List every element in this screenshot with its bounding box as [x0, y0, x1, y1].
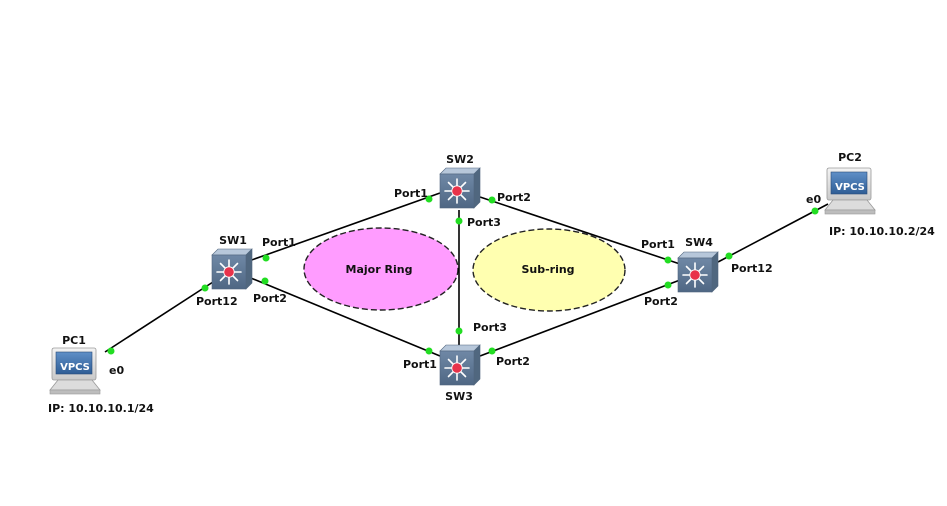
port-status-dots	[107, 195, 819, 355]
link-sw2-sw4[interactable]	[479, 196, 681, 265]
port-label-sw2-port3: Port3	[467, 216, 501, 229]
sw4-port2-dot	[664, 281, 672, 289]
device-name-pc1: PC1	[62, 334, 86, 347]
port-label-sw4-port1: Port1	[641, 238, 675, 251]
port-label-sw4-port2: Port2	[644, 295, 678, 308]
links	[104, 192, 829, 357]
sw1-port12-dot	[201, 284, 209, 292]
pc1-screen-text: VPCS	[60, 362, 90, 373]
port-label-sw1-port12: Port12	[196, 295, 238, 308]
pc1-e0-dot	[107, 347, 115, 355]
port-label-sw2-port2: Port2	[497, 191, 531, 204]
pc2-e0-dot	[811, 207, 819, 215]
port-label-sw1-port1: Port1	[262, 236, 296, 249]
switch-sw3[interactable]: SW3	[439, 344, 481, 403]
device-name-sw3: SW3	[445, 390, 473, 403]
pc2-ip-address: IP: 10.10.10.2/24	[829, 225, 935, 238]
sub-ring-label: Sub-ring	[521, 263, 574, 276]
major-ring-ellipse	[303, 227, 459, 311]
port-label-pc1-e0: e0	[109, 364, 124, 377]
port-labels: e0 Port12 Port1 Port2 Port1 Port2 Port3 …	[109, 187, 821, 377]
sw1-port2-dot	[261, 277, 269, 285]
device-name-pc2: PC2	[838, 151, 862, 164]
sub-ring: Sub-ring	[472, 228, 626, 312]
link-sw4-pc2[interactable]	[717, 203, 829, 263]
port-label-pc2-e0: e0	[806, 193, 821, 206]
sub-ring-ellipse	[472, 228, 626, 312]
link-sw1-sw2[interactable]	[245, 192, 441, 263]
sw4-port1-dot	[664, 256, 672, 264]
switch-sw1[interactable]: SW1	[211, 234, 253, 290]
link-pc1-sw1[interactable]	[104, 281, 214, 353]
multilayer-switch-icon	[439, 167, 481, 209]
port-label-sw3-port3: Port3	[473, 321, 507, 334]
device-name-sw2: SW2	[446, 153, 474, 166]
major-ring: Major Ring	[303, 227, 459, 311]
port-label-sw3-port2: Port2	[496, 355, 530, 368]
port-label-sw3-port1: Port1	[403, 358, 437, 371]
device-name-sw1: SW1	[219, 234, 247, 247]
major-ring-label: Major Ring	[346, 263, 413, 276]
sw3-port1-dot	[425, 347, 433, 355]
switch-sw4[interactable]: SW4	[677, 236, 719, 293]
sw3-port3-dot	[455, 327, 463, 335]
multilayer-switch-icon	[677, 251, 719, 293]
device-name-sw4: SW4	[685, 236, 713, 249]
port-label-sw4-port12: Port12	[731, 262, 773, 275]
sw1-port1-dot	[262, 254, 270, 262]
sw2-port2-dot	[488, 196, 496, 204]
port-label-sw1-port2: Port2	[253, 292, 287, 305]
pc-pc2[interactable]: VPCS PC2 IP: 10.10.10.2/24	[824, 151, 935, 238]
sw4-port12-dot	[725, 252, 733, 260]
pc-pc1[interactable]: VPCS PC1 IP: 10.10.10.1/24	[48, 334, 154, 415]
pc1-ip-address: IP: 10.10.10.1/24	[48, 402, 154, 415]
sw2-port3-dot	[455, 217, 463, 225]
sw2-port1-dot	[425, 195, 433, 203]
sw3-port2-dot	[488, 347, 496, 355]
multilayer-switch-icon	[211, 248, 253, 290]
link-sw3-sw4[interactable]	[479, 279, 681, 357]
port-label-sw2-port1: Port1	[394, 187, 428, 200]
pc2-screen-text: VPCS	[835, 182, 865, 193]
multilayer-switch-icon	[439, 344, 481, 386]
link-sw1-sw3[interactable]	[245, 275, 441, 357]
switch-sw2[interactable]: SW2	[439, 153, 481, 209]
